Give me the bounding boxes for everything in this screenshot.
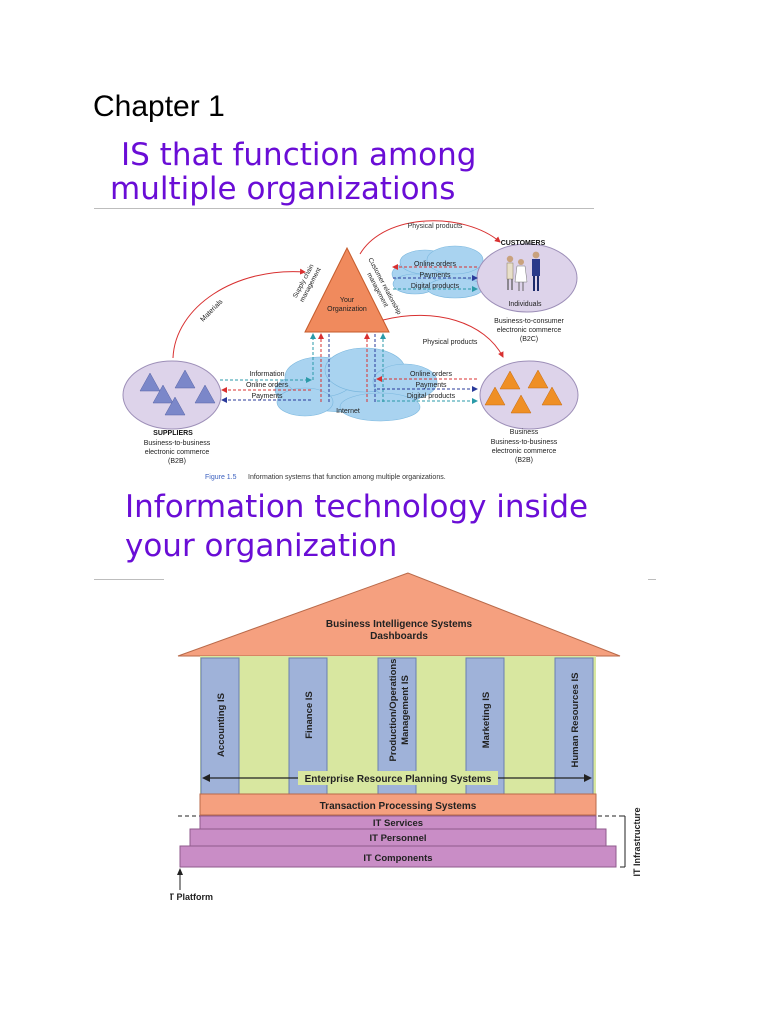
physical-products-mid-arrow xyxy=(382,314,504,358)
pillar-hr xyxy=(554,657,594,795)
figure-caption-text: Information systems that function among … xyxy=(248,474,446,481)
business-ellipse xyxy=(479,360,579,430)
online-orders-right-label: Online orders xyxy=(410,371,453,378)
heading-1-line-2: multiple organizations xyxy=(110,171,456,207)
erp-label: Enterprise Resource Planning Systems xyxy=(305,774,492,785)
business-title: Business xyxy=(510,429,539,436)
pillar-marketing-label: Marketing IS xyxy=(481,692,492,749)
b2b-right-line-2: electronic commerce xyxy=(492,448,557,455)
divider-2-right xyxy=(648,579,656,580)
online-orders-top-label: Online orders xyxy=(414,261,457,268)
org-label-1: Your xyxy=(340,297,355,304)
multi-org-is-diagram: Your Organization Physical products CUST… xyxy=(122,220,579,481)
pillar-production-label-2: Management IS xyxy=(400,675,411,745)
org-label-2: Organization xyxy=(327,306,367,313)
individuals-label: Individuals xyxy=(508,301,542,308)
b2c-line-1: Business-to-consumer xyxy=(494,318,564,325)
information-label: Information xyxy=(249,371,284,378)
payments-right-label: Payments xyxy=(415,382,447,389)
roof xyxy=(177,572,621,657)
chapter-title: Chapter 1 xyxy=(93,90,225,123)
b2b-left-line-1: Business-to-business xyxy=(144,440,211,447)
top-cloud xyxy=(391,245,484,299)
it-platform-label: IT Platform xyxy=(170,892,213,900)
heading-2-line-1: Information technology inside xyxy=(125,489,589,525)
heading-2-line-2: your organization xyxy=(125,528,398,564)
customers-title: CUSTOMERS xyxy=(501,240,546,247)
b2c-line-3: (B2C) xyxy=(520,336,538,343)
scm-label: Supply chain management xyxy=(292,263,323,304)
b2b-left-line-2: electronic commerce xyxy=(145,449,210,456)
supplier-triangles xyxy=(139,369,216,416)
organization-triangle xyxy=(304,246,390,333)
payments-left-label: Payments xyxy=(251,393,283,400)
it-components-label: IT Components xyxy=(363,853,432,864)
internet-label: Internet xyxy=(336,408,360,415)
roof-line-2: Dashboards xyxy=(370,631,428,642)
b2b-left-line-3: (B2B) xyxy=(168,458,186,465)
it-personnel-label: IT Personnel xyxy=(369,833,426,844)
figure-caption-label: Figure 1.5 xyxy=(205,474,237,481)
pillar-finance-label: Finance IS xyxy=(304,691,315,739)
digital-products-right-label: Digital products xyxy=(407,393,456,400)
materials-arrow xyxy=(172,268,306,359)
b2b-right-line-1: Business-to-business xyxy=(491,439,558,446)
individuals-icon xyxy=(506,251,540,291)
it-architecture-diagram: Business Intelligence Systems Dashboards… xyxy=(170,572,642,900)
pillar-accounting-label: Accounting IS xyxy=(216,693,227,757)
b2b-right-line-3: (B2B) xyxy=(515,457,533,464)
internet-cloud xyxy=(274,347,438,422)
divider-2-left xyxy=(94,579,164,580)
pillar-hr-label: Human Resources IS xyxy=(570,672,581,767)
business-triangles xyxy=(484,369,563,414)
b2c-line-2: electronic commerce xyxy=(497,327,562,334)
pillar-production-label-1: Production/Operations xyxy=(388,659,399,762)
it-services-label: IT Services xyxy=(373,818,423,829)
it-components-layer xyxy=(179,845,617,868)
online-orders-left-label: Online orders xyxy=(246,382,289,389)
digital-products-top-label: Digital products xyxy=(411,283,460,290)
suppliers-title: SUPPLIERS xyxy=(153,430,193,437)
it-infrastructure-label: IT Infrastructure xyxy=(632,807,642,876)
physical-products-mid-label: Physical products xyxy=(423,339,478,346)
physical-products-top-label: Physical products xyxy=(408,223,463,230)
physical-products-top-arrow xyxy=(359,220,501,255)
tps-label: Transaction Processing Systems xyxy=(320,801,477,812)
divider-1 xyxy=(94,208,594,209)
tps-band xyxy=(199,793,597,816)
roof-line-1: Business Intelligence Systems xyxy=(326,619,473,630)
heading-1-line-1: IS that function among xyxy=(121,137,477,173)
payments-top-label: Payments xyxy=(419,272,451,279)
